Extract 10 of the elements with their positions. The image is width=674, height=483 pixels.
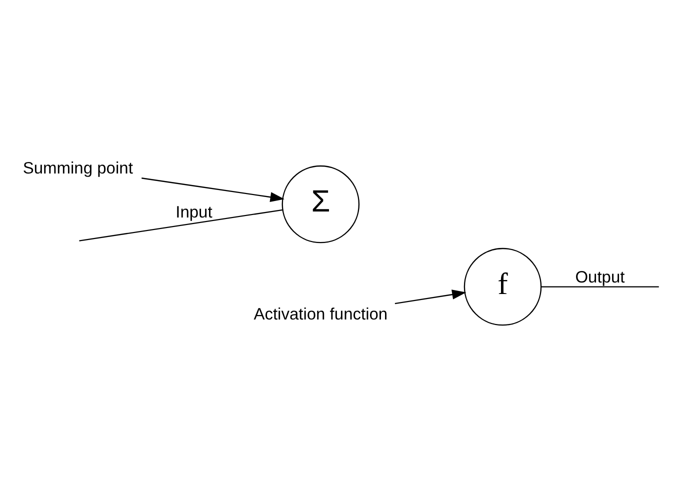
edge-label: Input (176, 202, 212, 221)
node-text: Activation function (254, 304, 388, 323)
node-text: Summing point (22, 158, 133, 177)
edge-label: Output (575, 268, 625, 286)
connector (79, 208, 283, 241)
arrow (394, 289, 466, 304)
node-circle: f (464, 247, 542, 326)
node-circle: Σ (282, 164, 360, 243)
connector (541, 286, 659, 287)
arrow (142, 177, 284, 202)
